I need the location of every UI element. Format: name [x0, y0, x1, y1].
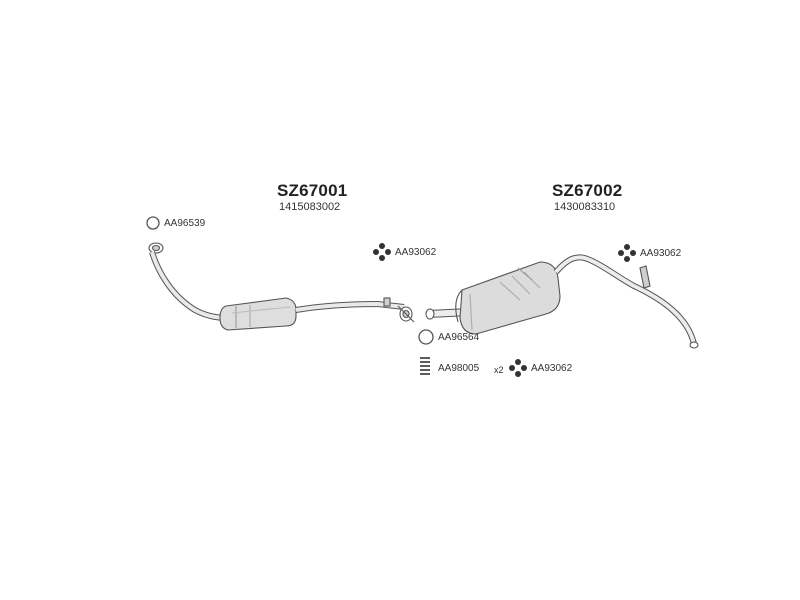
tail-pipe — [553, 254, 697, 345]
front-pipe-assembly[interactable] — [148, 242, 415, 331]
ring-icon — [146, 216, 160, 230]
rear-silencer-body — [459, 261, 561, 335]
spring-icon — [420, 357, 430, 375]
ref-rear-mount: AA93062 — [640, 248, 682, 259]
rubber-mount-icon — [509, 359, 527, 377]
ref-front-ring: AA96539 — [164, 218, 206, 229]
assembly-number-rear: 1430083310 — [554, 201, 616, 213]
rear-silencer-assembly[interactable] — [425, 254, 699, 349]
assembly-code-rear: SZ67002 — [552, 181, 623, 200]
ref-mid-ring: AA96564 — [438, 332, 480, 343]
pipe-bracket — [383, 297, 391, 307]
tail-pipe-hanger — [639, 265, 651, 289]
ref-mid-mount: AA93062 — [531, 363, 573, 374]
ring-icon — [418, 329, 434, 345]
assembly-number-front: 1415083002 — [279, 201, 341, 213]
front-resonator — [219, 297, 297, 331]
rubber-mount-icon — [373, 243, 391, 261]
assembly-code-front: SZ67001 — [277, 181, 348, 200]
ref-spring-qty: x2 — [494, 365, 504, 375]
ref-front-mount: AA93062 — [395, 247, 437, 258]
rubber-mount-icon — [618, 244, 636, 262]
ref-spring-part: AA98005 — [438, 363, 480, 374]
